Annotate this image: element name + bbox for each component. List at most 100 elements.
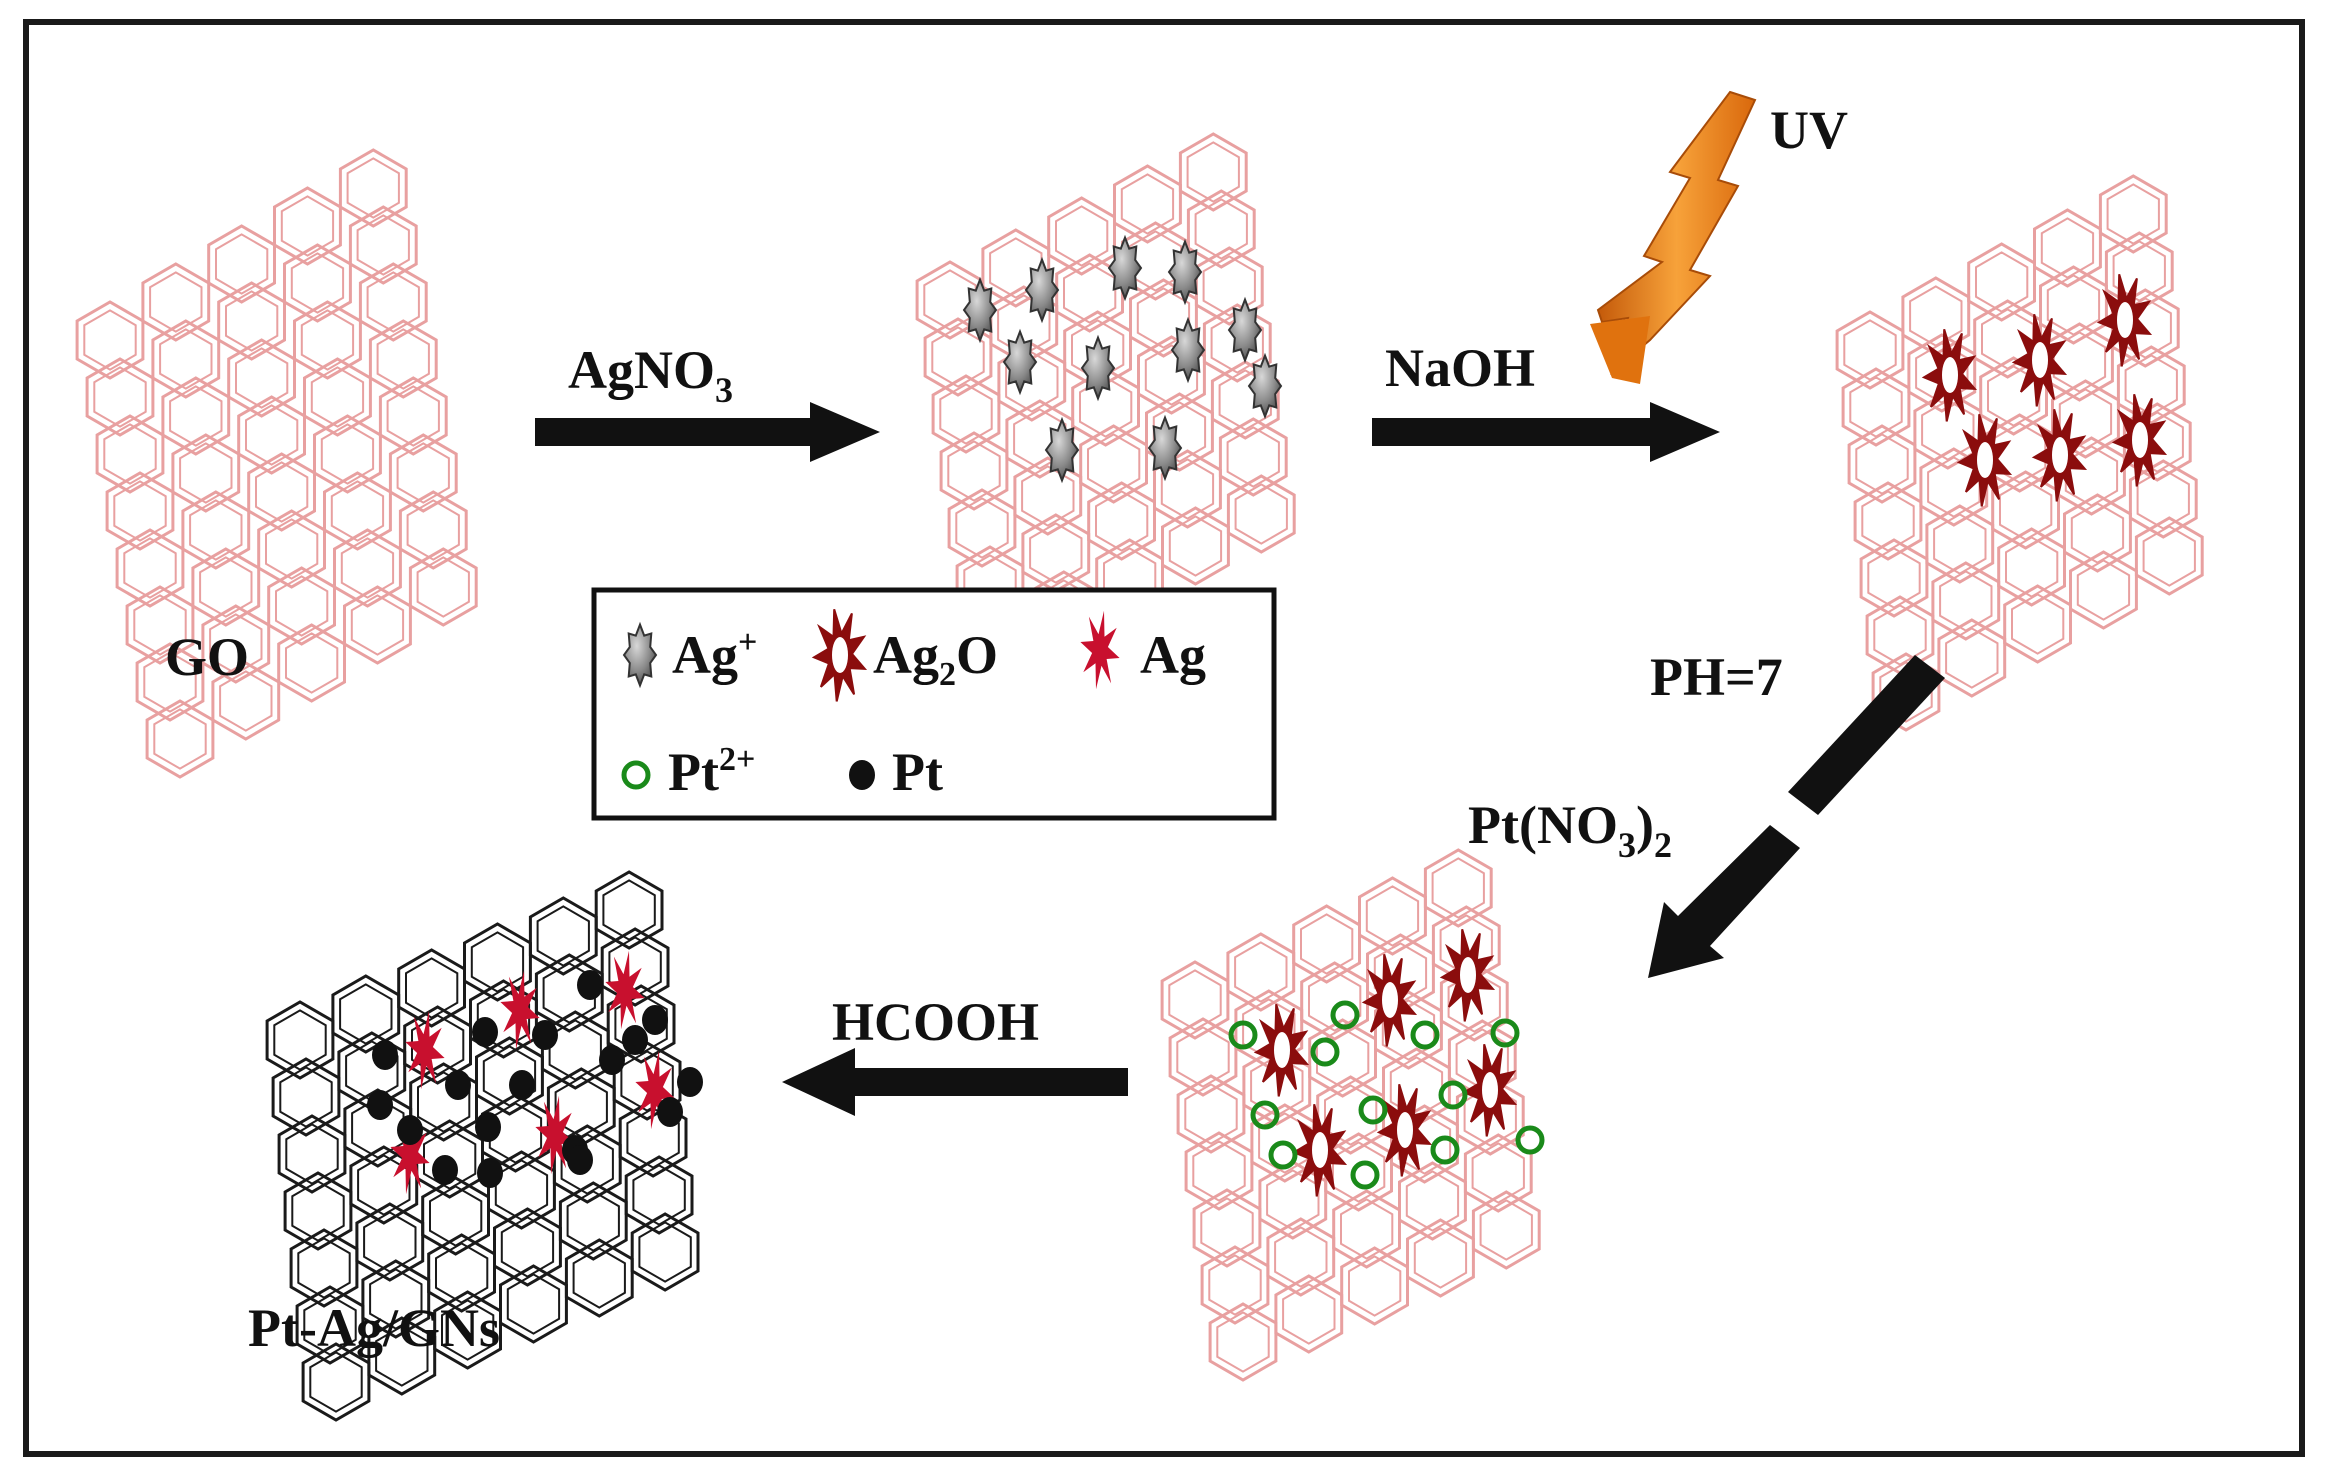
hexagon-inner [2052, 331, 2107, 393]
hexagon-inner [494, 1159, 549, 1221]
pt-ion-particle [1515, 1125, 1545, 1155]
hexagon-inner [947, 440, 1001, 502]
hexagon-inner [1208, 1254, 1262, 1316]
hexagon-ring [1398, 1161, 1467, 1241]
hexagon-ring [1841, 367, 1911, 447]
hexagon-ring [217, 281, 286, 361]
hexagon-inner [215, 233, 269, 295]
hexagon-ring [1226, 932, 1296, 1012]
hexagon-ring [358, 262, 428, 342]
legend-box: Ag+ Ag2O Ag Pt2+ Pt [591, 587, 1277, 821]
hexagon-inner [411, 1014, 465, 1076]
ag-ion-particle [1167, 238, 1203, 306]
hexagon-ring [277, 623, 346, 703]
hexagon-inner [153, 708, 207, 770]
hexagon-ring [433, 1290, 502, 1370]
hexagon-ring [1847, 424, 1917, 504]
hexagon-ring [1471, 1190, 1541, 1270]
hexagon-ring [1937, 618, 2007, 698]
pt-particle [642, 1005, 668, 1035]
ag2o-particle [1291, 1104, 1348, 1197]
hexagon-inner [1168, 515, 1223, 577]
hexagon-inner [345, 1040, 399, 1102]
hexagon-inner [1873, 604, 1927, 666]
hexagon-inner [2064, 445, 2119, 507]
hexagon-inner [303, 1294, 357, 1356]
hexagon-inner [375, 1325, 429, 1387]
hexagon-inner [199, 556, 253, 618]
ag2o-particle [1253, 1004, 1310, 1097]
pt-particle [849, 760, 875, 790]
hexagon-ring [1274, 1274, 1344, 1354]
hexagon-ring [1431, 905, 1501, 985]
hexagon-ring [1226, 474, 1296, 554]
hexagon-ring [923, 317, 993, 397]
hexagon-ring [1308, 1018, 1377, 1098]
hexagon-ring [2063, 493, 2132, 573]
pt-ion-particle [1358, 1095, 1388, 1125]
hexagon-inner [1029, 522, 1083, 584]
hexagon-ring [295, 1285, 365, 1365]
hexagon-inner [1939, 570, 1993, 632]
hexagon-ring [333, 528, 402, 608]
hexagon-inner [103, 423, 157, 485]
hexagon-inner [280, 195, 335, 257]
hexagon-inner [1226, 426, 1280, 488]
hexagon-inner [291, 1180, 345, 1242]
ag2o-particle [1921, 329, 1978, 422]
pt-particle [677, 1067, 703, 1097]
hexagon-inner [506, 1273, 561, 1335]
hexagon-inner [1063, 262, 1117, 324]
hexagon-ring [323, 471, 392, 551]
hexagon-ring [421, 1176, 490, 1256]
hexagon-ring [181, 490, 251, 570]
hexagon-inner [1234, 483, 1288, 545]
hexagon-inner [1200, 1197, 1254, 1259]
pt-ion-particle [1268, 1140, 1298, 1170]
ag-ion-loaded-sheet [915, 132, 1296, 682]
pt-ion-particle [1330, 1000, 1360, 1030]
hexagon-inner [209, 613, 263, 675]
hexagon-ring [947, 488, 1017, 568]
ag-particle [500, 970, 540, 1050]
hexagon-ring [403, 1005, 472, 1085]
ag-particle [605, 950, 645, 1030]
hexagon-ring [427, 1233, 496, 1313]
hexagon-ring [271, 1057, 341, 1137]
pt-ion-particle [1410, 1020, 1440, 1050]
hexagon-inner [1176, 1026, 1230, 1088]
hexagon-inner [1192, 1140, 1246, 1202]
hexagon-ring [1292, 904, 1361, 984]
hexagon-inner [310, 366, 365, 428]
hexagon-ring [1423, 848, 1493, 928]
hexagon-ring [463, 922, 532, 1002]
hexagon-ring [493, 1207, 562, 1287]
hexagon-ring [151, 319, 221, 399]
legend-pt-label: Pt [892, 742, 943, 802]
hexagon-ring [1113, 164, 1182, 244]
go-label: GO [165, 627, 249, 687]
pt-particle [599, 1045, 625, 1075]
hexagon-ring [534, 953, 604, 1033]
hexagon-ring [2128, 459, 2198, 539]
hexagon-inner [1095, 490, 1149, 552]
hexagon-inner [482, 1045, 537, 1107]
hexagon-ring [338, 148, 408, 228]
hexagon-inner [265, 518, 319, 580]
hexagon-ring [349, 1145, 419, 1225]
hexagon-inner [1855, 433, 1909, 495]
pt-ion-particle [1430, 1135, 1460, 1165]
hexagon-inner [997, 294, 1051, 356]
hexagon-ring [989, 285, 1059, 365]
pt-particle [657, 1097, 683, 1127]
pt-particle [509, 1070, 535, 1100]
hexagon-inner [1308, 970, 1362, 1032]
hexagon-inner [488, 1102, 543, 1164]
graphene-oxide-sheet [75, 148, 478, 779]
hexagon-inner [330, 480, 385, 542]
hexagon-inner [1479, 1199, 1533, 1261]
hexagon-inner [441, 1299, 495, 1361]
pt-particle [372, 1040, 398, 1070]
agno3-label: AgNO3 [568, 340, 733, 410]
hexagon-ring [552, 1124, 622, 1204]
